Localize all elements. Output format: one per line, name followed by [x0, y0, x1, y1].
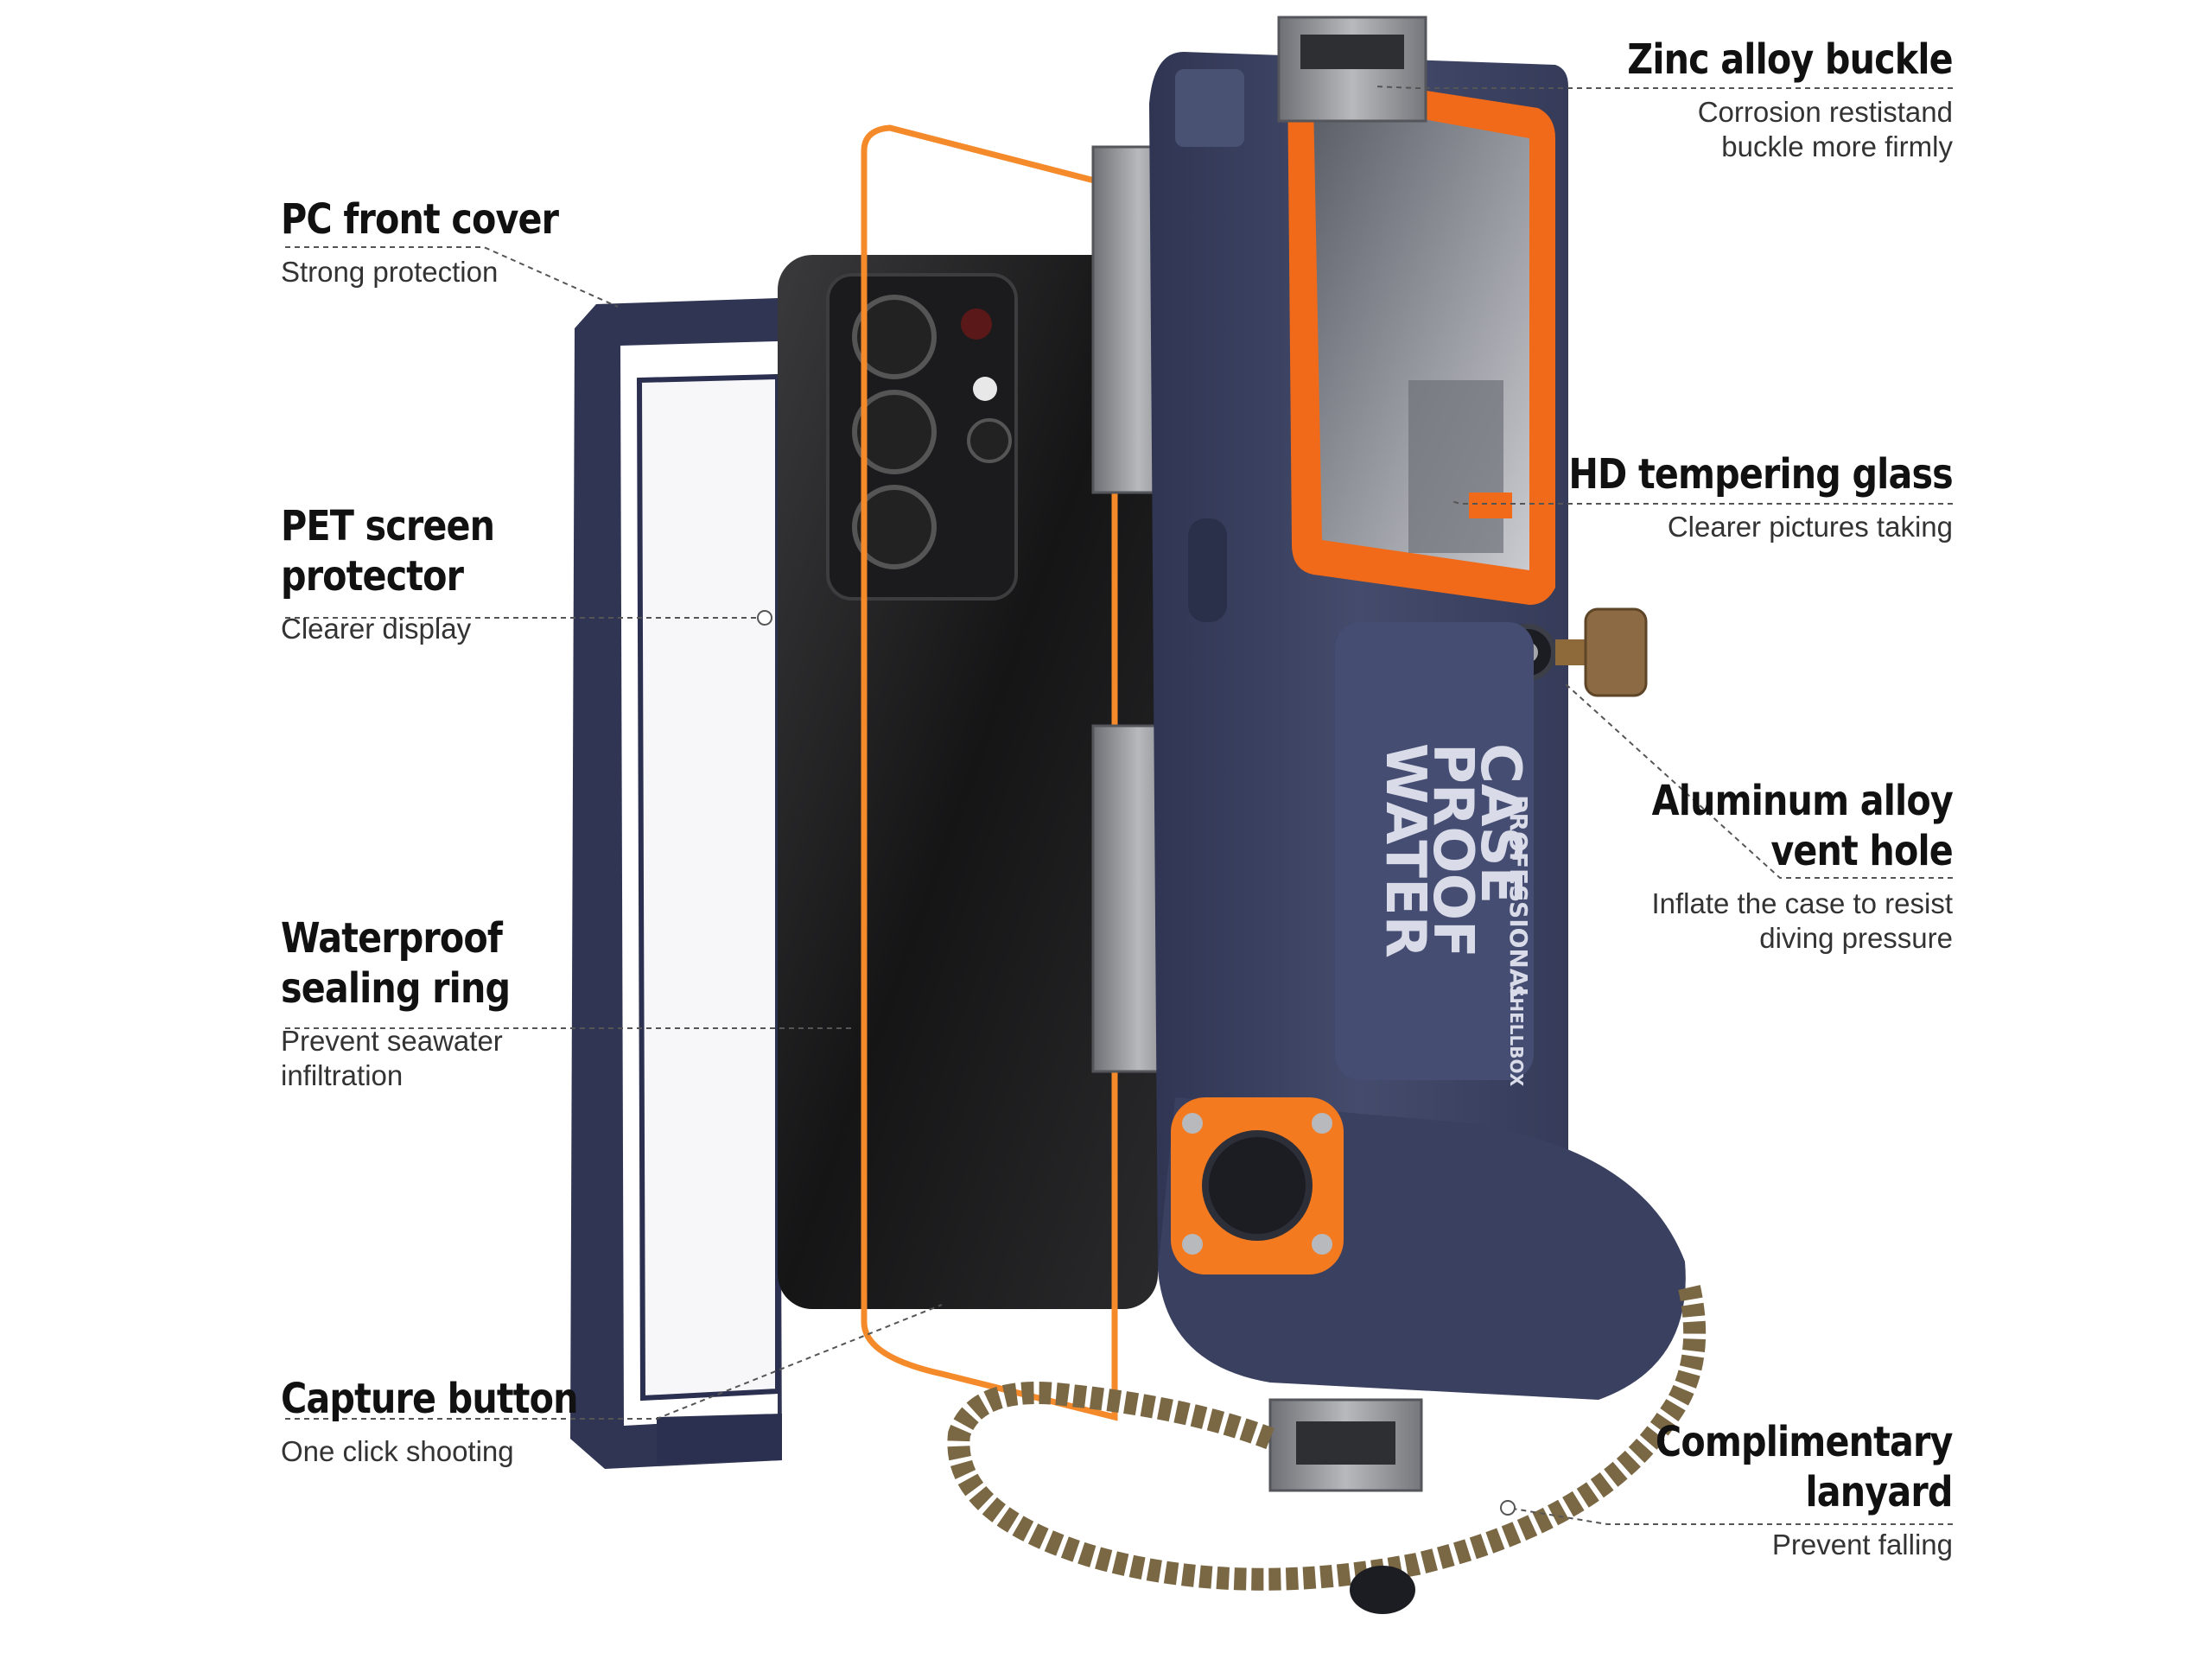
callout-desc: Clearer pictures taking — [1667, 511, 1953, 543]
leader-lines — [285, 86, 1953, 1525]
callout-desc-line: diving pressure — [1759, 922, 1953, 954]
case-print-case: CASE — [1468, 743, 1532, 904]
callout-title-line: lanyard — [1805, 1468, 1954, 1516]
callout-vent-hole: Aluminum alloy vent hole Inflate the cas… — [1603, 776, 1953, 956]
callout-desc: Strong protection — [281, 256, 499, 288]
callout-desc-line: Inflate the case to resist — [1651, 887, 1953, 919]
callout-title: Capture button — [281, 1375, 579, 1423]
pc-front-cover-frame — [570, 298, 782, 1469]
callout-desc: Prevent falling — [1771, 1529, 1953, 1560]
sealing-ring — [861, 124, 1118, 1421]
leader-dots — [757, 610, 1516, 1516]
callout-desc-line: infiltration — [281, 1059, 404, 1091]
callout-desc-line: Corrosion restistand — [1697, 96, 1953, 128]
callout-title: Zinc alloy buckle — [1627, 35, 1954, 84]
leader-pc-cover — [285, 246, 619, 308]
callout-title-line: PET screen — [281, 502, 495, 550]
callout-pc-cover: PC front cover Strong protection — [281, 194, 603, 289]
bottom-buckle — [1268, 1398, 1423, 1492]
callout-desc: Prevent seawater infiltration — [281, 1024, 547, 1093]
leader-zinc-buckle — [1373, 86, 1953, 89]
callout-title-line: vent hole — [1770, 827, 1953, 875]
case-print-brand: SHELLBOX — [1506, 985, 1527, 1087]
phone — [778, 255, 1158, 1309]
lanyard — [947, 1285, 1707, 1614]
callout-title-line: Complimentary — [1656, 1418, 1953, 1466]
callout-capture-button: Capture button One click shooting — [281, 1374, 626, 1469]
callout-zinc-buckle: Zinc alloy buckle Corrosion restistand b… — [1574, 35, 1954, 164]
callout-desc-line: buckle more firmly — [1721, 130, 1953, 162]
callout-title: PC front cover — [281, 195, 559, 244]
leader-vent-hole — [1563, 682, 1953, 879]
case-print-proof: PROOF — [1421, 743, 1484, 958]
callout-desc: Clearer display — [281, 613, 472, 645]
zinc-buckle — [1277, 16, 1427, 123]
callout-desc: Inflate the case to resist diving pressu… — [1603, 887, 1953, 956]
capture-button — [1171, 1097, 1344, 1274]
callout-hd-glass: HD tempering glass Clearer pictures taki… — [1506, 449, 1953, 544]
callout-title-line: Aluminum alloy — [1651, 777, 1954, 825]
leader-lanyard — [1507, 1507, 1953, 1525]
case-print-professional: PROFESSIONAL — [1504, 795, 1533, 1003]
callout-desc: One click shooting — [281, 1435, 514, 1467]
callout-title-line: protector — [281, 552, 464, 601]
camera-window — [1287, 69, 1555, 605]
leader-hd-glass — [1451, 500, 1953, 505]
callout-title: HD tempering glass — [1568, 450, 1953, 499]
callout-sealing-ring: Waterproof sealing ring Prevent seawater… — [281, 913, 547, 1093]
callout-pet-protector: PET screen protector Clearer display — [281, 501, 529, 646]
callout-desc: Corrosion restistand buckle more firmly — [1574, 95, 1953, 164]
leader-capture-button — [285, 1304, 943, 1420]
callout-title-line: sealing ring — [281, 964, 511, 1013]
case-print-water: WATER — [1373, 743, 1437, 958]
case-label-panel: WATER PROOF CASE PROFESSIONAL SHELLBOX — [1335, 622, 1534, 1087]
callout-title-line: Waterproof — [281, 914, 503, 963]
callout-lanyard: Complimentary lanyard Prevent falling — [1607, 1417, 1953, 1562]
callout-desc-line: Prevent seawater — [281, 1025, 503, 1057]
